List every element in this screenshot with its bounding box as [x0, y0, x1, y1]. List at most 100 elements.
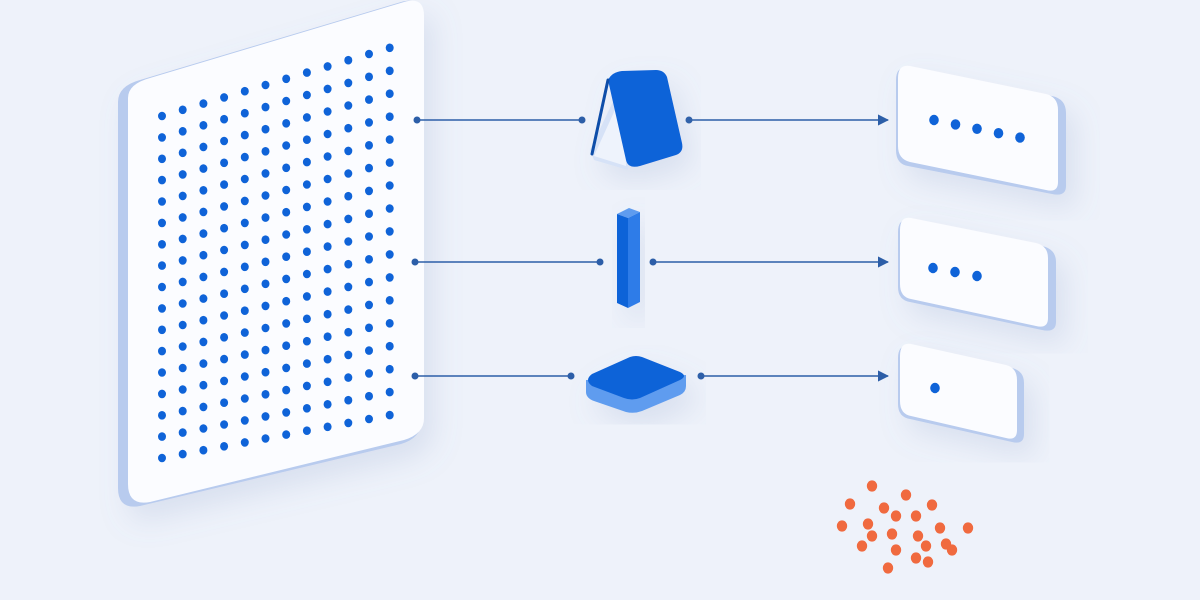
- output-card-3-dots: [930, 382, 940, 394]
- grid-dot: [178, 277, 187, 287]
- grid-dot: [385, 112, 394, 121]
- grid-dot: [158, 368, 166, 377]
- grid-dot: [323, 107, 332, 116]
- bar-top-face: [617, 208, 640, 218]
- grid-dot: [178, 449, 187, 459]
- orange-dot: [856, 540, 868, 552]
- grid-dot: [261, 434, 270, 443]
- grid-dot: [178, 406, 187, 416]
- grid-dot: [365, 186, 373, 196]
- grid-dot: [261, 412, 270, 421]
- grid-dot: [178, 148, 187, 158]
- grid-dot: [158, 325, 166, 335]
- grid-dot: [199, 99, 208, 108]
- grid-dot: [302, 90, 311, 100]
- grid-dot: [199, 121, 208, 130]
- flat-slab-shape: [586, 356, 686, 413]
- grid-dot: [302, 404, 311, 413]
- output-dot: [929, 114, 939, 126]
- grid-dot: [302, 247, 311, 256]
- orange-dot: [882, 562, 894, 574]
- grid-dot: [302, 225, 311, 234]
- grid-dot: [365, 369, 373, 378]
- grid-dot: [178, 363, 187, 373]
- grid-dot: [323, 219, 332, 229]
- grid-dot: [282, 141, 291, 150]
- grid-dot: [302, 292, 311, 301]
- grid-dot: [220, 376, 229, 386]
- grid-dot: [220, 180, 229, 189]
- grid-dot: [365, 346, 373, 355]
- grid-dot: [199, 315, 208, 325]
- grid-dot: [199, 142, 208, 152]
- orange-dot: [920, 540, 932, 552]
- grid-dot: [385, 135, 394, 144]
- grid-dot: [158, 218, 166, 228]
- grid-dot: [240, 328, 249, 337]
- grid-dot: [365, 323, 373, 333]
- grid-dot: [261, 191, 270, 200]
- orange-dot: [900, 489, 912, 501]
- output-dot: [972, 123, 982, 134]
- output-card-3-face: [900, 343, 1017, 439]
- output-dot: [993, 128, 1004, 139]
- grid-dot: [158, 154, 166, 164]
- output-card-2-dots: [928, 262, 982, 282]
- grid-dot: [158, 197, 166, 206]
- grid-dot: [158, 389, 166, 399]
- grid-dot: [158, 175, 166, 185]
- grid-dot: [344, 214, 353, 224]
- grid-dot: [199, 445, 208, 455]
- orange-dot: [962, 522, 974, 534]
- grid-dot: [178, 191, 187, 201]
- grid-dot: [282, 252, 291, 261]
- grid-dot: [302, 359, 311, 368]
- grid-dot: [365, 254, 373, 264]
- output-card-3: [898, 343, 1024, 443]
- orange-dot: [878, 502, 890, 514]
- grid-dot: [220, 420, 229, 429]
- orange-dot: [910, 510, 922, 522]
- grid-dot: [261, 279, 270, 289]
- grid-dot: [199, 164, 208, 173]
- wedge-edge: [590, 78, 610, 156]
- grid-dot: [344, 305, 353, 314]
- grid-dot: [385, 181, 394, 190]
- grid-dot: [261, 124, 270, 134]
- grid-dot: [158, 111, 166, 121]
- grid-dot: [323, 287, 332, 296]
- grid-dot: [178, 213, 187, 222]
- grid-dot: [302, 381, 311, 391]
- grid-dot: [220, 354, 229, 364]
- grid-dot: [178, 428, 187, 437]
- orange-dot: [912, 530, 924, 542]
- grid-dot: [282, 341, 291, 351]
- grid-dot: [220, 93, 229, 102]
- grid-dot: [385, 158, 394, 167]
- stage-input-dot-1: [578, 116, 586, 124]
- orange-dot: [946, 544, 958, 556]
- grid-dot: [178, 256, 187, 265]
- grid-dot: [220, 202, 229, 211]
- grid-dot: [344, 259, 353, 269]
- grid-dot: [261, 235, 270, 244]
- grid-dot: [323, 152, 332, 161]
- orange-dot: [866, 530, 878, 542]
- grid-dot: [385, 273, 394, 282]
- grid-dot: [302, 135, 311, 144]
- grid-dot: [158, 453, 166, 463]
- grid-dot: [282, 96, 291, 106]
- orange-dot: [844, 498, 856, 510]
- grid-dot: [302, 113, 311, 122]
- slab-top-face: [588, 356, 684, 400]
- grid-dot: [323, 400, 332, 409]
- grid-dot: [282, 319, 291, 328]
- grid-dot: [323, 377, 332, 387]
- grid-dot: [261, 390, 270, 399]
- grid-dot: [158, 432, 166, 441]
- grid-dot: [365, 163, 373, 173]
- thin-bar-shape: [617, 208, 640, 308]
- grid-dot: [240, 438, 249, 447]
- grid-dot: [199, 294, 208, 303]
